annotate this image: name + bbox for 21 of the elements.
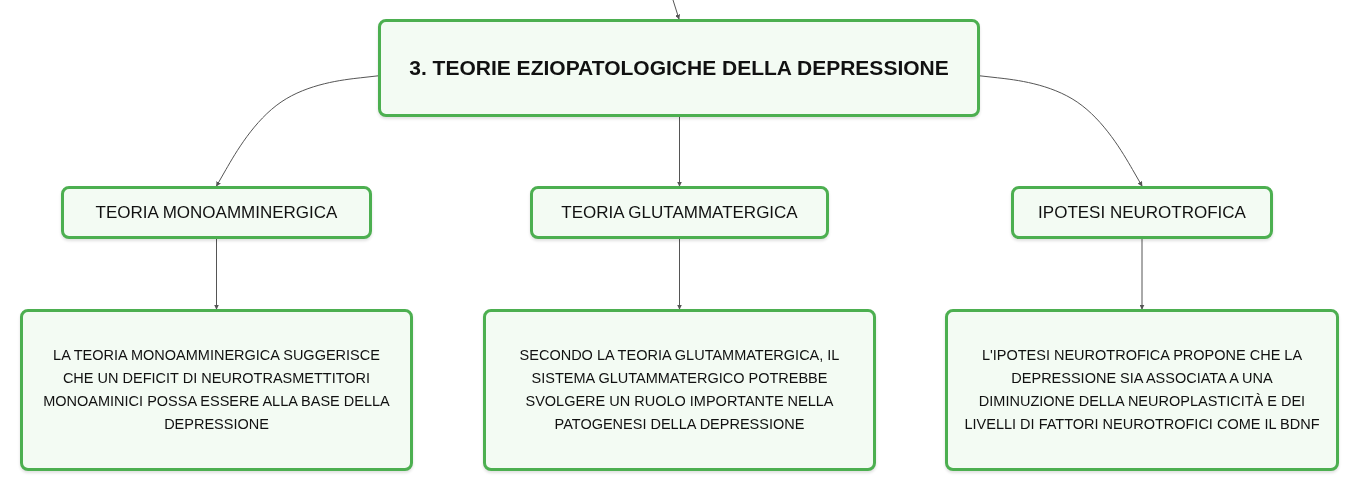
node-text: TEORIA MONOAMMINERGICA (95, 202, 338, 223)
node-text: L'IPOTESI NEUROTROFICA PROPONE CHE LA DEPRESSIONE SIA ASSOCIATA A UNA DIMINUZIONE DELLA NEUROPLASTICITÀ E DEI LIVELLI DI FATTORI NEUROTROFICI COME IL BDNF (963, 345, 1321, 435)
subtopic-box (61, 186, 372, 239)
node-text: SECONDO LA TEORIA GLUTAMMATERGICA, IL SISTEMA GLUTAMMATERGICO POTREBBE SVOLGERE UN RUOLO IMPORTANTE NELLA PATOGENESI DELLA DEPRESSIONE (518, 345, 841, 435)
node-text: LA TEORIA MONOAMMINERGICA SUGGERISCE CHE UN DEFICIT DI NEUROTRASMETTITORI MONOAMINICI POSSA ESSERE ALLA BASE DELLA DEPRESSIONE (42, 345, 391, 435)
description-box (945, 309, 1339, 471)
node-text: TEORIA GLUTAMMATERGICA (561, 202, 798, 223)
connector-arrow (1139, 238, 1145, 310)
connector-arrow (677, 116, 682, 187)
description-box (20, 309, 413, 471)
subtopic-box (530, 186, 829, 239)
connector-arrow (672, 0, 681, 20)
connector-arrow (216, 75, 379, 187)
connector-arrow (677, 238, 682, 310)
node-text: 3. TEORIE EZIOPATOLOGICHE DELLA DEPRESSIONE (409, 56, 949, 80)
main-topic-box (378, 19, 980, 117)
connector-arrow (214, 238, 219, 310)
connector-arrow (979, 75, 1143, 187)
node-text: IPOTESI NEUROTROFICA (1038, 202, 1246, 223)
description-box (483, 309, 876, 471)
subtopic-box (1011, 186, 1273, 239)
